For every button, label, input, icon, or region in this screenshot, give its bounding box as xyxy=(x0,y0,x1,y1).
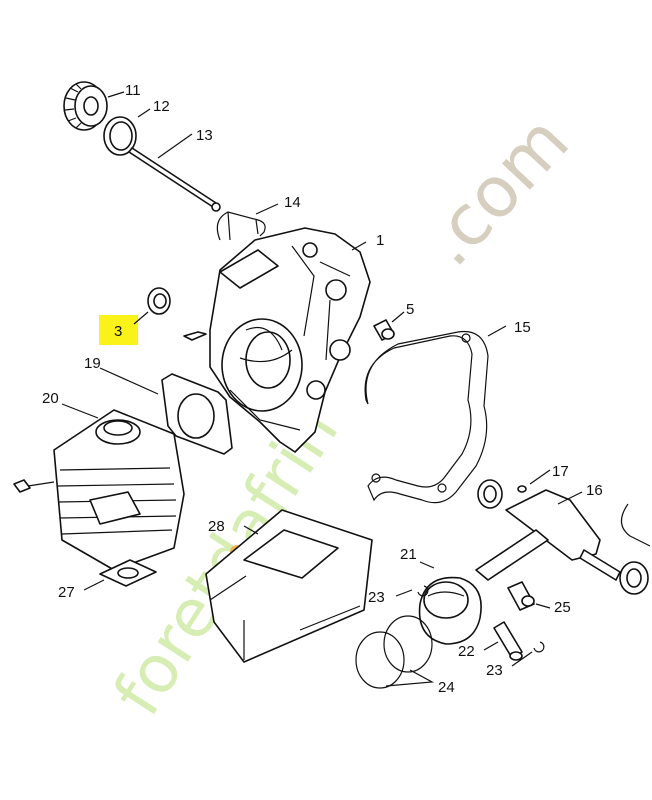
watermark-suffix: .com xyxy=(407,100,584,282)
label-25: 25 xyxy=(554,599,571,616)
part-19-gasket xyxy=(161,373,233,455)
label-22: 22 xyxy=(458,643,475,660)
label-15: 15 xyxy=(514,319,531,336)
part-28-crankcase-lower xyxy=(205,509,373,663)
part-14-spring xyxy=(216,211,266,241)
label-14: 14 xyxy=(284,194,301,211)
part-3-seal xyxy=(147,287,171,315)
part-23-clips xyxy=(417,585,545,653)
part-13-rod xyxy=(128,147,221,212)
part-1-crankcase xyxy=(183,227,371,453)
label-5: 5 xyxy=(406,301,414,318)
part-27-gasket xyxy=(99,559,157,587)
part-17-key xyxy=(517,485,527,493)
part-22-pin xyxy=(493,621,523,661)
label-11: 11 xyxy=(125,82,141,99)
label-3: 3 xyxy=(114,323,122,340)
label-24: 24 xyxy=(438,679,455,696)
part-16-crankshaft xyxy=(475,479,651,595)
part-5-sleeve xyxy=(373,319,395,341)
part-24-rings xyxy=(355,615,433,689)
label-19: 19 xyxy=(84,355,101,372)
label-3-highlight xyxy=(99,315,138,345)
leader-lines xyxy=(61,91,583,687)
label-16: 16 xyxy=(586,482,603,499)
label-27: 27 xyxy=(58,584,75,601)
part-21-piston xyxy=(418,576,482,645)
part-15-gasket xyxy=(364,330,489,504)
label-1: 1 xyxy=(376,232,384,249)
label-21: 21 xyxy=(400,546,417,563)
part-25-bearing xyxy=(507,581,535,611)
label-17: 17 xyxy=(552,463,569,480)
label-28: 28 xyxy=(208,518,225,535)
part-20-cylinder xyxy=(13,409,185,571)
part-11-pulley xyxy=(63,81,108,131)
label-23-left: 23 xyxy=(368,589,385,606)
label-23-right: 23 xyxy=(486,662,503,679)
label-12: 12 xyxy=(153,98,170,115)
part-labels: 11 12 13 14 1 3 5 15 19 20 17 16 28 21 2… xyxy=(42,82,603,696)
label-20: 20 xyxy=(42,390,59,407)
label-13: 13 xyxy=(196,127,213,144)
part-12-ring xyxy=(103,116,137,156)
